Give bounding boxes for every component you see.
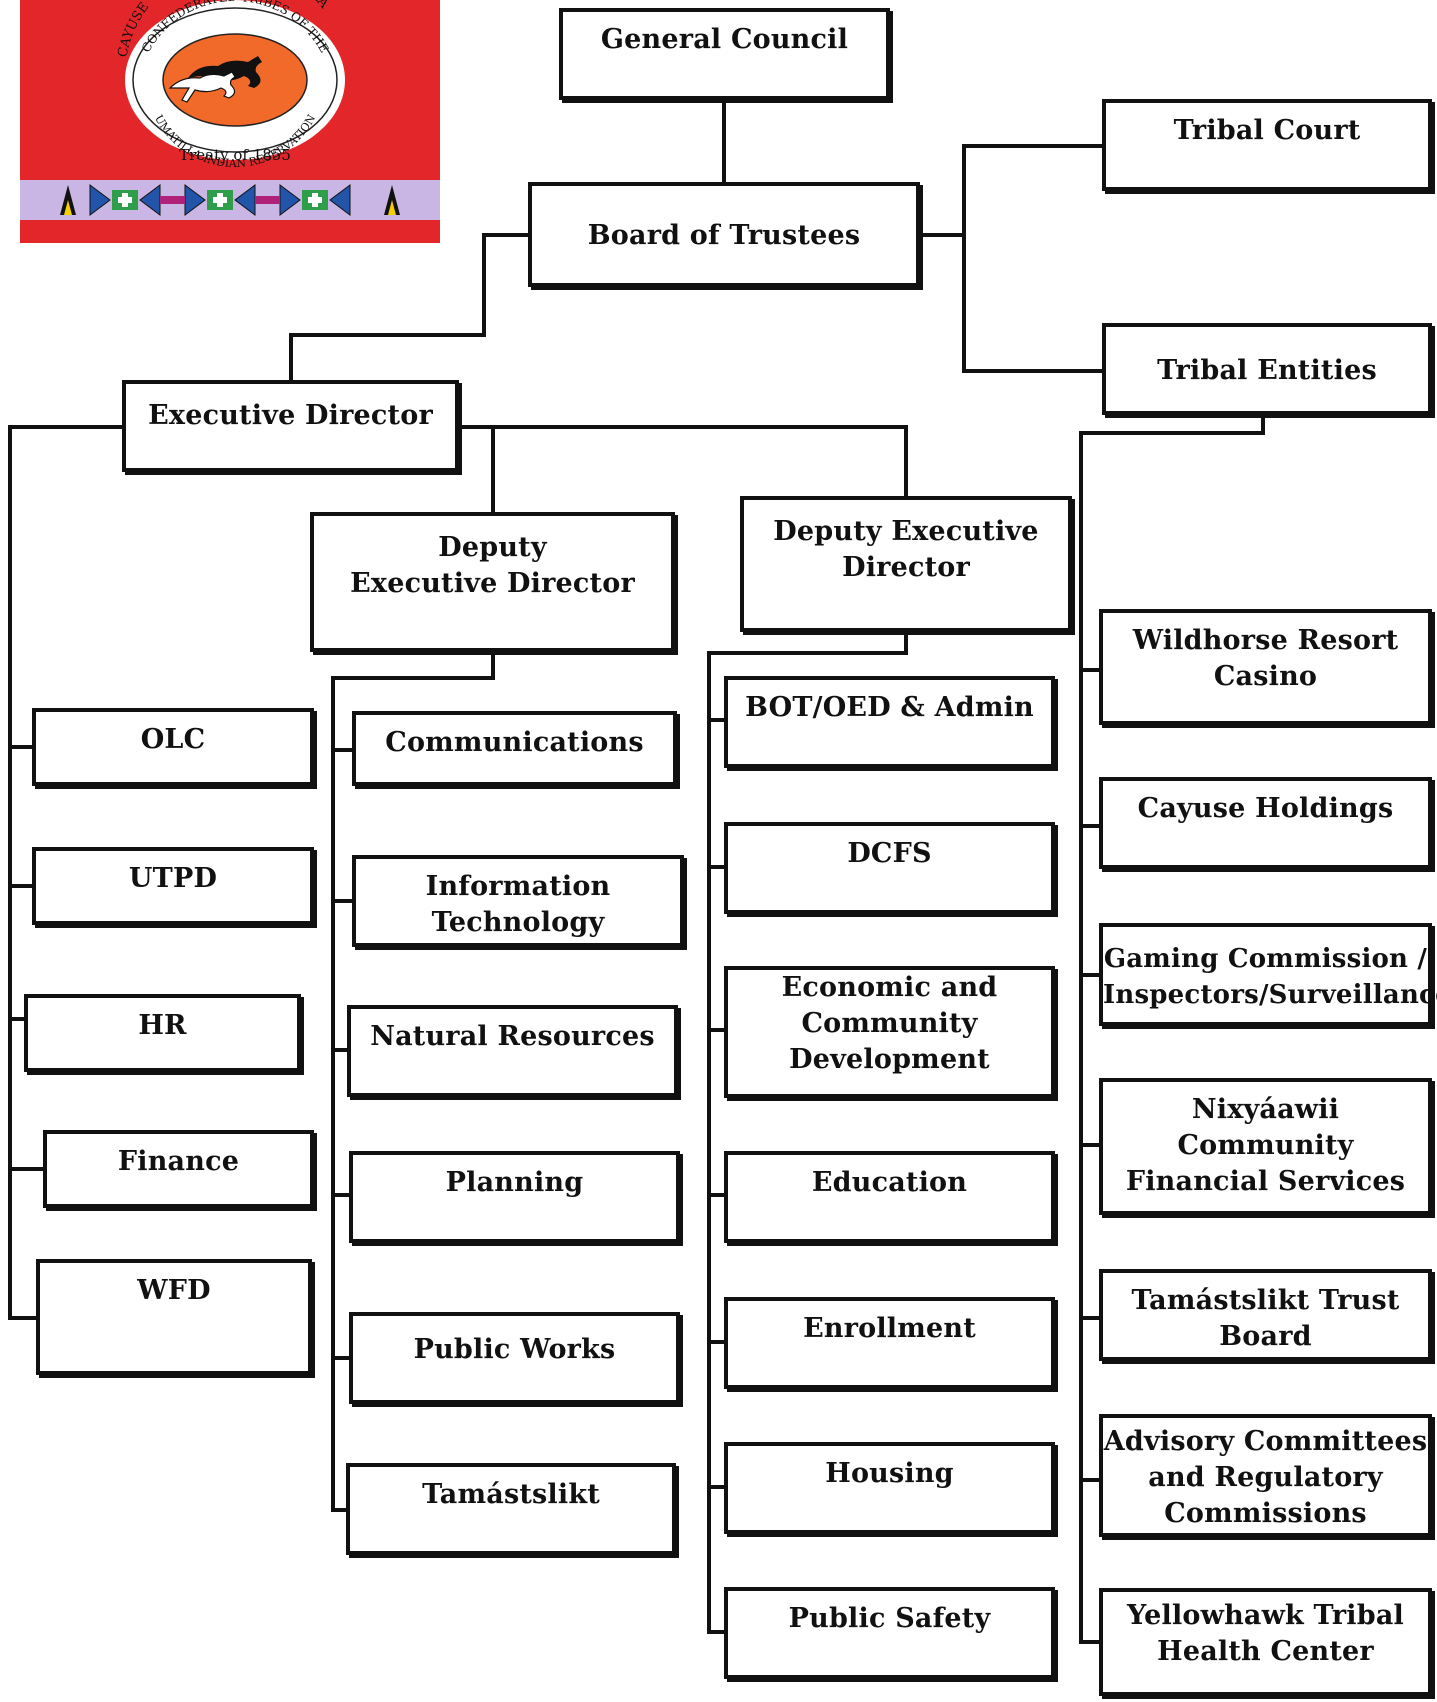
dept-wfd-box: WFD (36, 1259, 312, 1375)
box-label: General Council (600, 24, 849, 55)
box-label: Nixyáawii Community Financial Services (1125, 1094, 1406, 1197)
box-label: Housing (825, 1458, 954, 1489)
box-label: HR (138, 1010, 187, 1041)
entity-nixyaawii-community-financial-services-box: Nixyáawii Community Financial Services (1099, 1078, 1432, 1215)
entity-yellowhawk-tribal-health-center-box: Yellowhawk Tribal Health Center (1099, 1588, 1432, 1696)
executive-director-box: Executive Director (122, 380, 459, 472)
box-label: Executive Director (148, 400, 433, 431)
box-label: Economic and Community Development (781, 972, 998, 1075)
dept-dcfs-box: DCFS (724, 822, 1055, 914)
box-label: Deputy Executive Director (773, 516, 1039, 583)
general-council-box: General Council (559, 8, 890, 100)
box-label: UTPD (128, 863, 218, 894)
dept-natural-resources-box: Natural Resources (347, 1005, 678, 1097)
tribal-entities-box: Tribal Entities (1102, 323, 1432, 415)
dept-finance-box: Finance (43, 1130, 314, 1208)
box-label: Advisory Committees and Regulatory Commi… (1103, 1426, 1428, 1529)
dept-housing-box: Housing (724, 1442, 1055, 1534)
dept-planning-box: Planning (349, 1151, 680, 1243)
box-label: WFD (137, 1275, 211, 1306)
tribal-logo: CAYUSE · WALLA WALLA · UMATILLA CONFEDER… (20, 0, 440, 243)
box-label: Board of Trustees (587, 220, 861, 251)
box-label: Tribal Court (1173, 115, 1361, 146)
box-label: Public Safety (788, 1603, 991, 1634)
seal-treaty: Treaty of 1855 (179, 146, 291, 164)
box-label: Enrollment (803, 1313, 976, 1344)
dept-utpd-box: UTPD (32, 847, 314, 925)
dept-olc-box: OLC (32, 708, 314, 786)
box-label: Tamástslikt Trust Board (1131, 1285, 1400, 1352)
entity-advisory-committees-box: Advisory Committees and Regulatory Commi… (1099, 1414, 1432, 1537)
box-label: OLC (140, 724, 206, 755)
box-label: Cayuse Holdings (1137, 793, 1394, 824)
box-label: Wildhorse Resort Casino (1132, 625, 1399, 692)
dept-public-safety-box: Public Safety (724, 1587, 1055, 1679)
deputy-executive-director-left-box: Deputy Executive Director (310, 512, 675, 652)
dept-enrollment-box: Enrollment (724, 1297, 1055, 1389)
entity-wildhorse-resort-casino-box: Wildhorse Resort Casino (1099, 609, 1432, 725)
tribal-court-box: Tribal Court (1102, 99, 1432, 191)
box-label: Gaming Commission / Inspectors/Surveilla… (1103, 944, 1437, 1010)
box-label: Deputy Executive Director (350, 532, 635, 599)
dept-economic-community-development-box: Economic and Community Development (724, 966, 1055, 1098)
dept-information-technology-box: Information Technology (352, 855, 684, 947)
dept-education-box: Education (724, 1151, 1055, 1243)
box-label: Information Technology (425, 871, 611, 938)
horse-seal-icon: CAYUSE · WALLA WALLA · UMATILLA CONFEDER… (20, 0, 440, 243)
box-label: Tamástslikt (422, 1479, 600, 1510)
box-label: Finance (117, 1146, 240, 1177)
box-label: Yellowhawk Tribal Health Center (1127, 1600, 1404, 1667)
dept-bot-oed-admin-box: BOT/OED & Admin (724, 676, 1055, 768)
box-label: Education (811, 1167, 968, 1198)
box-label: DCFS (847, 838, 932, 869)
box-label: Tribal Entities (1157, 355, 1377, 386)
dept-public-works-box: Public Works (349, 1312, 680, 1404)
box-label: Public Works (413, 1334, 616, 1365)
entity-cayuse-holdings-box: Cayuse Holdings (1099, 777, 1432, 869)
box-label: Communications (385, 727, 644, 758)
dept-hr-box: HR (24, 994, 301, 1072)
deputy-executive-director-right-box: Deputy Executive Director (740, 496, 1072, 632)
box-label: Natural Resources (370, 1021, 655, 1052)
dept-tamastslikt-box: Tamástslikt (346, 1463, 676, 1555)
entity-gaming-commission-box: Gaming Commission / Inspectors/Surveilla… (1099, 923, 1437, 1026)
entity-tamastslikt-trust-board-box: Tamástslikt Trust Board (1099, 1269, 1432, 1361)
box-label: BOT/OED & Admin (745, 692, 1034, 723)
box-label: Planning (445, 1167, 584, 1198)
board-of-trustees-box: Board of Trustees (528, 182, 920, 287)
dept-communications-box: Communications (352, 711, 677, 786)
